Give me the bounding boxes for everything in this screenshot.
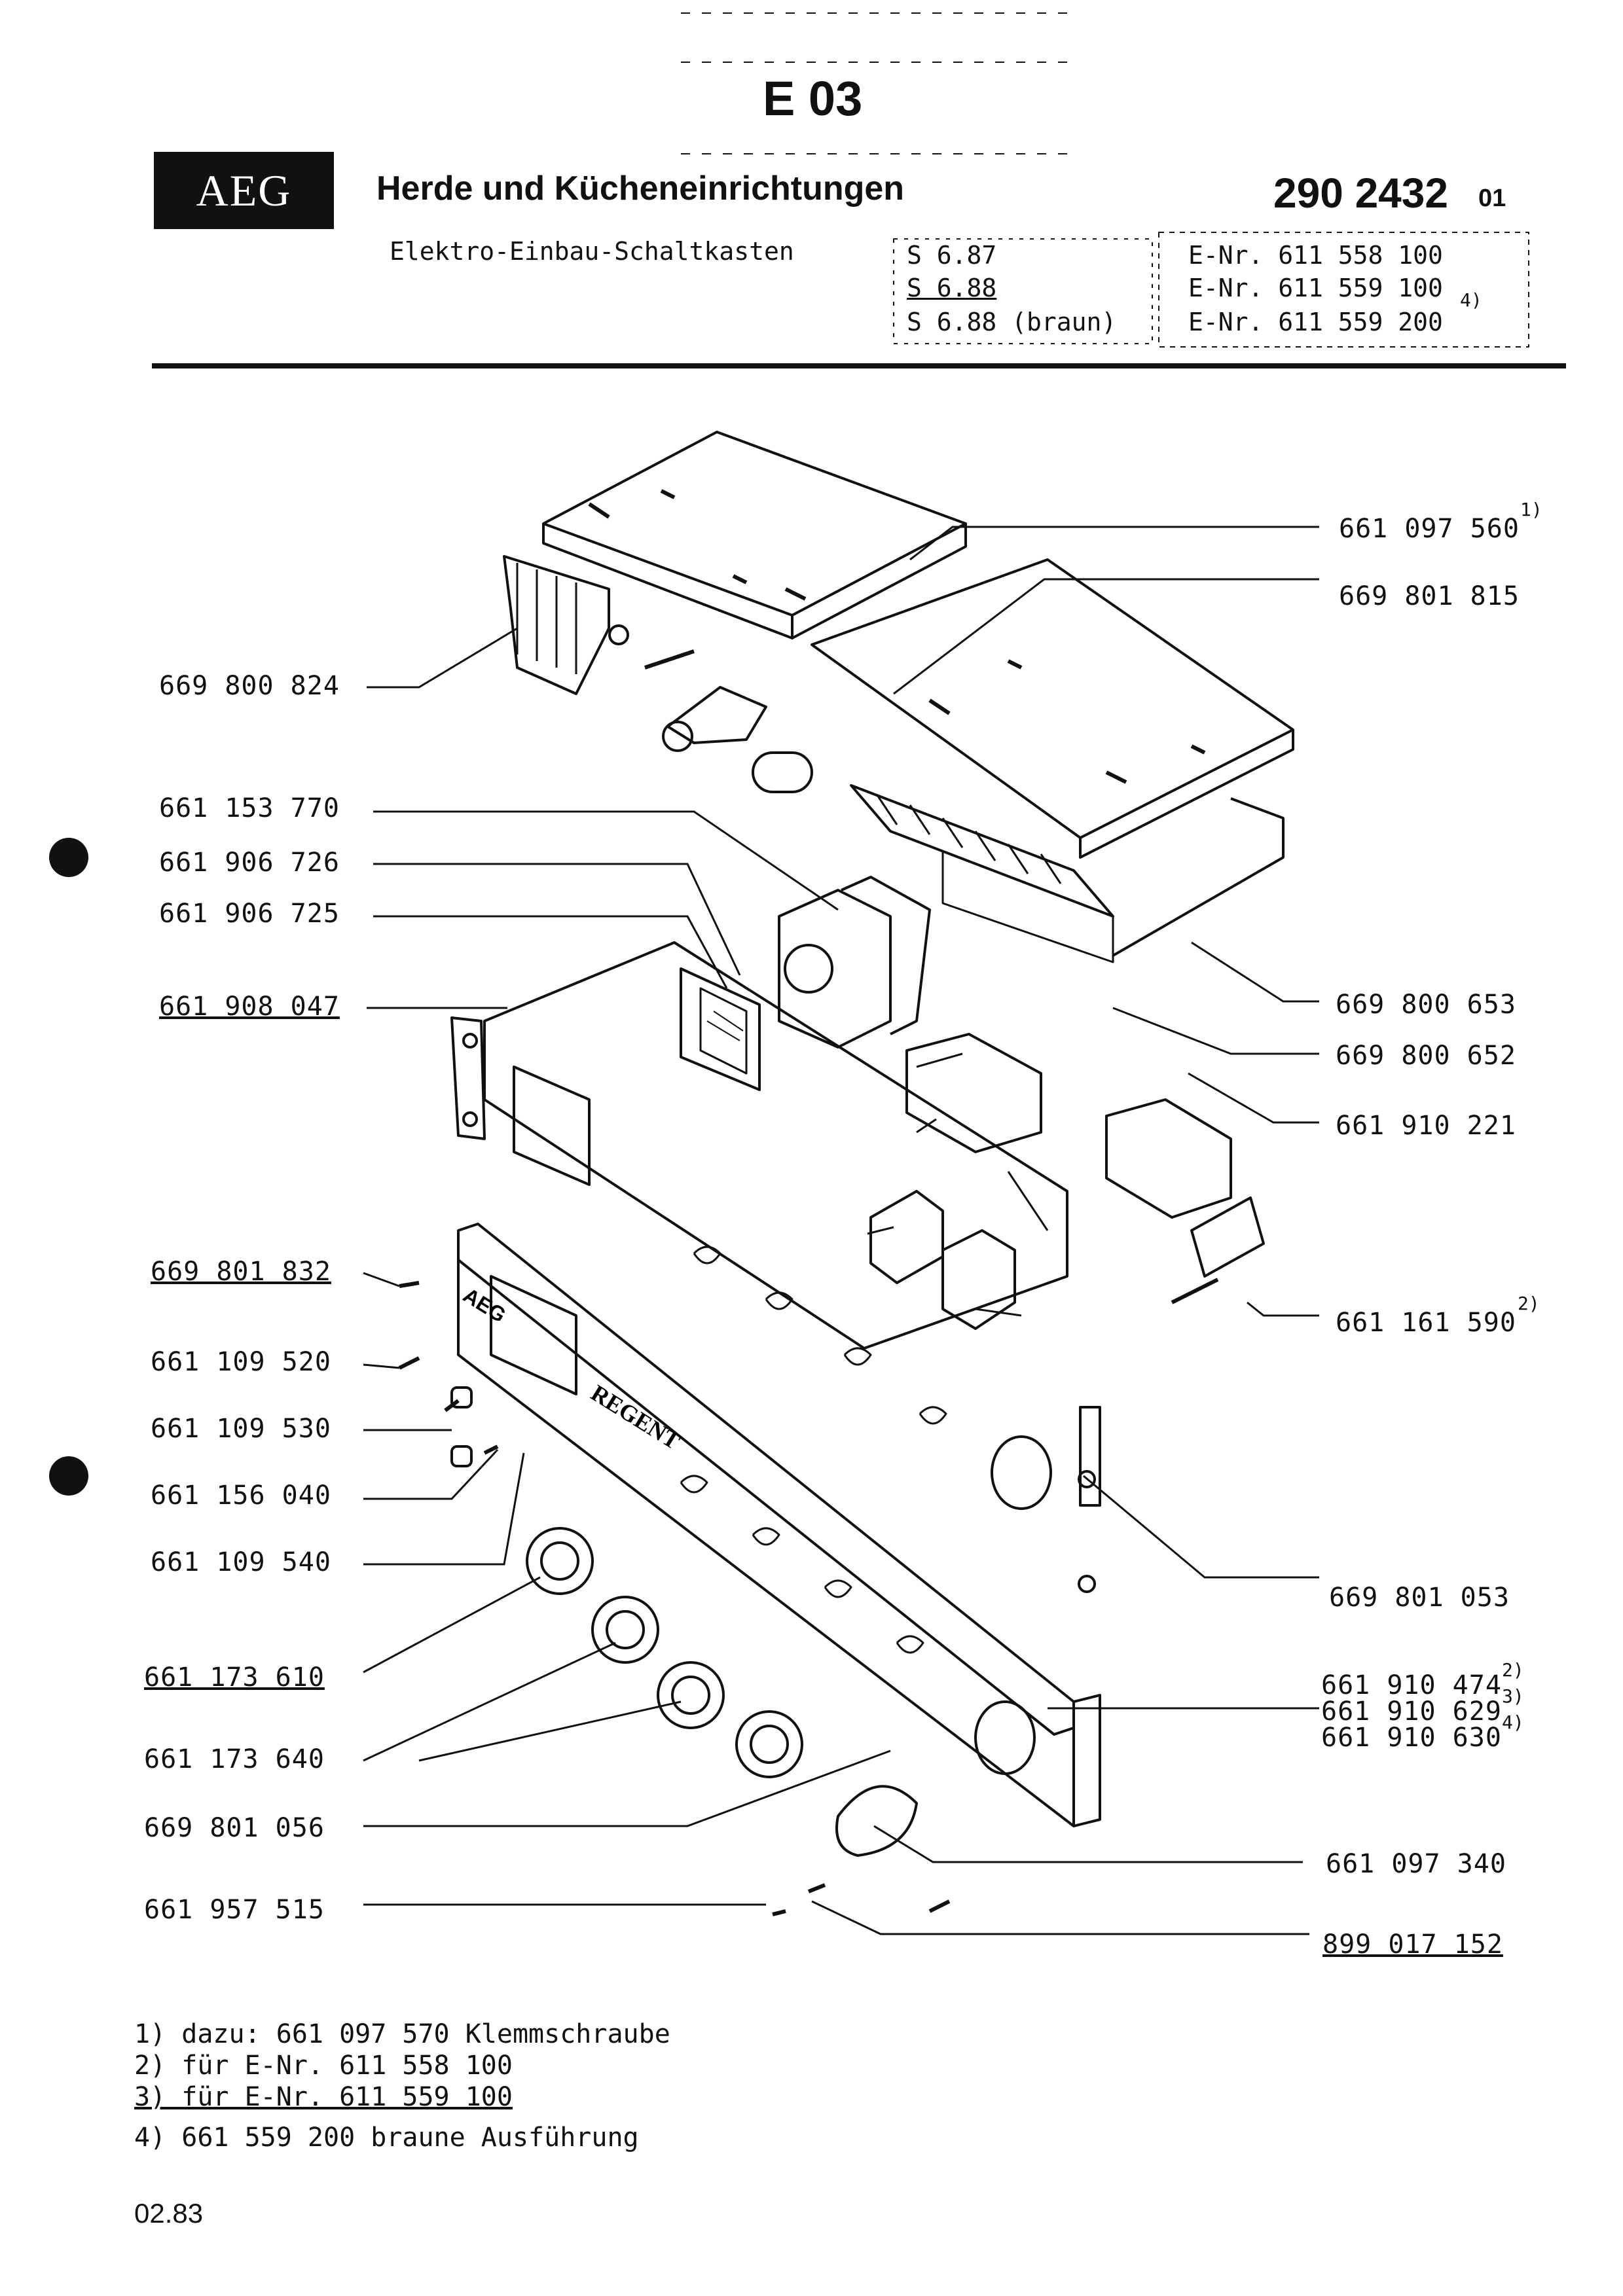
part-note: 2) [1502,1659,1524,1681]
panel-model: REGENT [587,1380,685,1454]
part-number-left: 661 908 047 [159,992,340,1022]
model-3: S 6.88 (braun) [907,308,1117,336]
print-date: 02.83 [134,2198,204,2229]
part-number-left: 661 109 540 [151,1547,331,1577]
part-number-left: 661 906 726 [159,848,340,878]
part-number-left: 661 109 520 [151,1347,331,1377]
subtitle: Elektro-Einbau-Schaltkasten [390,237,794,266]
part-number-left: 661 957 515 [144,1895,325,1925]
enr-2: E-Nr. 611 559 100 [1188,274,1443,302]
doc-suffix: 01 [1478,185,1506,212]
part-number-right: 661 910 630 [1321,1723,1502,1753]
punch-hole [49,838,88,877]
part-number-left: 661 906 725 [159,899,340,929]
part-number-right: 669 801 053 [1329,1583,1510,1613]
enr-2-note: 4) [1460,289,1482,311]
part-number-left: 661 156 040 [151,1480,331,1511]
enr-1: E-Nr. 611 558 100 [1188,241,1443,270]
footnote: 3) für E-Nr. 611 559 100 [134,2082,513,2112]
logo-text: AEG [196,165,292,215]
part-number-left: 669 801 832 [151,1257,331,1287]
header-rule [152,363,1566,368]
panel-brand: AEG [459,1283,510,1327]
part-number-right: 661 097 560 [1339,514,1520,544]
part-note: 3) [1502,1685,1524,1707]
part-number-right: 661 910 629 [1321,1696,1502,1727]
part-number-right: 661 910 474 [1321,1670,1502,1700]
part-number-left: 669 800 824 [159,671,340,701]
part-number-right: 661 097 340 [1326,1849,1506,1879]
part-number-right: 669 801 815 [1339,581,1520,611]
model-2: S 6.88 [907,274,997,302]
punch-hole [49,1456,88,1496]
model-1: S 6.87 [907,241,997,270]
part-number-left: 669 801 056 [144,1813,325,1843]
aeg-logo: AEG [154,152,334,229]
part-number-right: 669 800 653 [1336,990,1516,1020]
page-title: Herde und Kücheneinrichtungen [376,170,905,207]
part-number-left: 661 173 610 [144,1662,325,1693]
enr-3: E-Nr. 611 559 200 [1188,308,1443,336]
part-number-left: 661 173 640 [144,1744,325,1774]
part-note: 1) [1520,499,1542,520]
part-number-right: 661 910 221 [1336,1111,1516,1141]
doc-number: 290 2432 [1273,170,1448,217]
part-note: 2) [1518,1293,1540,1314]
footnote: 1) dazu: 661 097 570 Klemmschraube [134,2019,670,2049]
part-note: 4) [1502,1712,1524,1733]
part-number-left: 661 109 530 [151,1414,331,1444]
part-number-right: 899 017 152 [1322,1929,1503,1960]
part-number-right: 661 161 590 [1336,1308,1516,1338]
part-number-left: 661 153 770 [159,793,340,823]
part-number-right: 669 800 652 [1336,1041,1516,1071]
footnote: 4) 661 559 200 braune Ausführung [134,2123,639,2153]
section-code: E 03 [763,71,863,126]
footnote: 2) für E-Nr. 611 558 100 [134,2051,513,2081]
